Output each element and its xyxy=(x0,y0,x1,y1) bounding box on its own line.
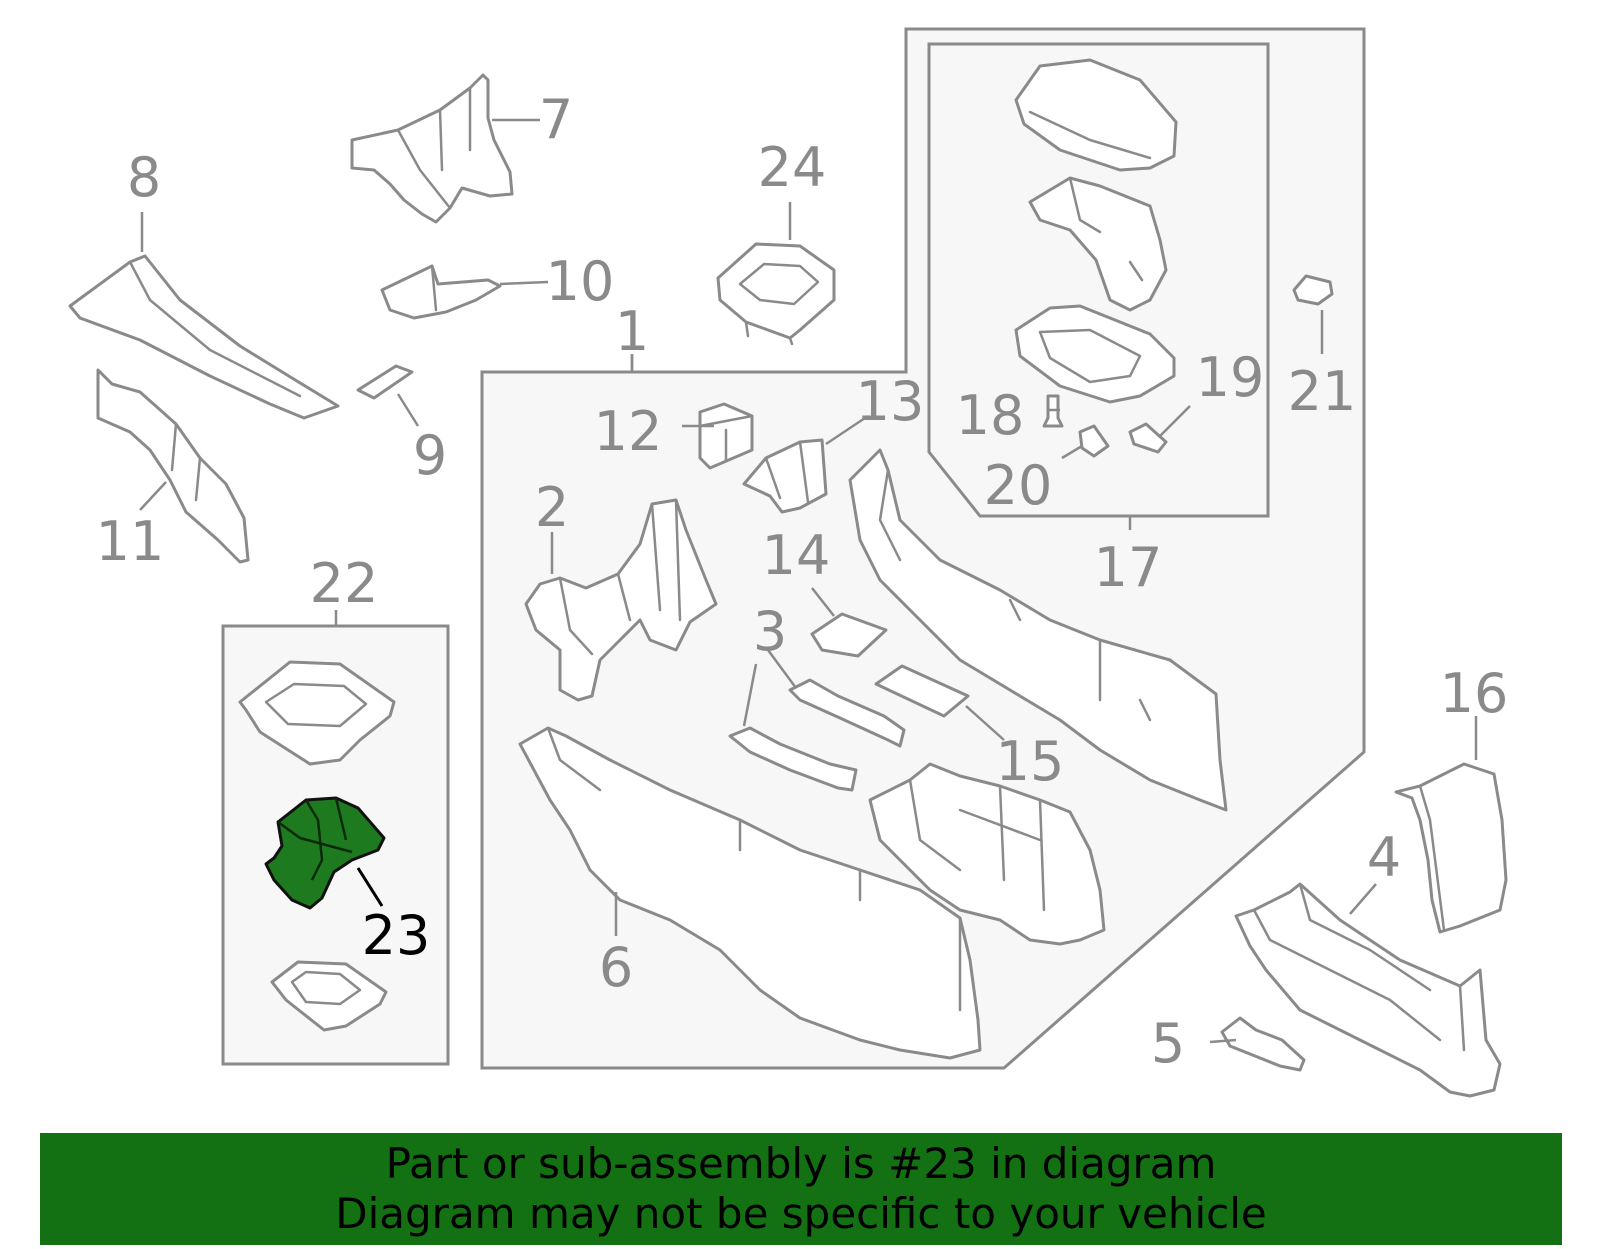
part-4[interactable] xyxy=(1234,882,1502,1098)
callout-20: 20 xyxy=(984,454,1053,517)
callout-2: 2 xyxy=(535,476,569,539)
part-21[interactable] xyxy=(1292,274,1334,306)
part-15[interactable] xyxy=(874,664,970,718)
part-12[interactable] xyxy=(698,402,754,470)
callout-8: 8 xyxy=(127,146,161,209)
part-22-bezel-upper[interactable] xyxy=(238,660,396,766)
part-16[interactable] xyxy=(1394,762,1508,934)
callout-9: 9 xyxy=(413,424,447,487)
callout-22: 22 xyxy=(310,552,379,615)
part-11[interactable] xyxy=(96,368,250,564)
callout-21: 21 xyxy=(1288,360,1357,423)
callout-3: 3 xyxy=(753,600,787,663)
callout-17: 17 xyxy=(1094,536,1163,599)
group-frame-17 xyxy=(927,42,1270,518)
part-armrest-lid[interactable] xyxy=(1014,58,1178,172)
callout-18: 18 xyxy=(956,384,1025,447)
banner-line-1: Part or sub-assembly is #23 in diagram xyxy=(385,1139,1217,1188)
part-armrest-hinge[interactable] xyxy=(1028,176,1168,312)
callout-19: 19 xyxy=(1196,346,1265,409)
part-20[interactable] xyxy=(1078,424,1110,458)
part-8[interactable] xyxy=(68,254,340,420)
callout-6: 6 xyxy=(599,936,633,999)
info-banner: Part or sub-assembly is #23 in diagram D… xyxy=(40,1133,1562,1245)
callout-4: 4 xyxy=(1367,826,1401,889)
part-2[interactable] xyxy=(524,498,718,702)
part-22-bezel-lower[interactable] xyxy=(270,960,388,1032)
part-armrest-base[interactable] xyxy=(1014,304,1176,404)
banner-line-2: Diagram may not be specific to your vehi… xyxy=(335,1189,1267,1238)
callout-16: 16 xyxy=(1440,662,1509,725)
callout-14: 14 xyxy=(762,524,831,587)
part-3[interactable] xyxy=(728,678,906,792)
part-10[interactable] xyxy=(380,264,502,320)
callout-5: 5 xyxy=(1151,1012,1185,1075)
callout-7: 7 xyxy=(539,88,573,151)
part-7[interactable] xyxy=(350,73,514,224)
part-19[interactable] xyxy=(1128,422,1168,454)
callout-labels: 1 2 3 4 5 6 7 8 9 10 11 12 13 14 15 16 1… xyxy=(96,88,1509,1075)
leader-lines xyxy=(139,118,1478,1044)
callout-23: 23 xyxy=(362,904,431,967)
part-23[interactable] xyxy=(264,796,386,910)
callout-1: 1 xyxy=(615,300,649,363)
callout-11: 11 xyxy=(96,510,165,573)
part-6[interactable] xyxy=(518,726,982,1060)
callout-12: 12 xyxy=(594,400,663,463)
callout-15: 15 xyxy=(996,730,1065,793)
part-14[interactable] xyxy=(810,612,888,658)
callout-10: 10 xyxy=(546,250,615,313)
callout-13: 13 xyxy=(856,370,925,433)
part-console-side-right[interactable] xyxy=(848,448,1228,812)
callout-24: 24 xyxy=(758,136,827,199)
part-13[interactable] xyxy=(742,438,828,514)
part-5[interactable] xyxy=(1220,1016,1306,1072)
part-console-body[interactable] xyxy=(868,762,1106,946)
part-24[interactable] xyxy=(716,242,836,346)
part-9[interactable] xyxy=(356,364,414,400)
